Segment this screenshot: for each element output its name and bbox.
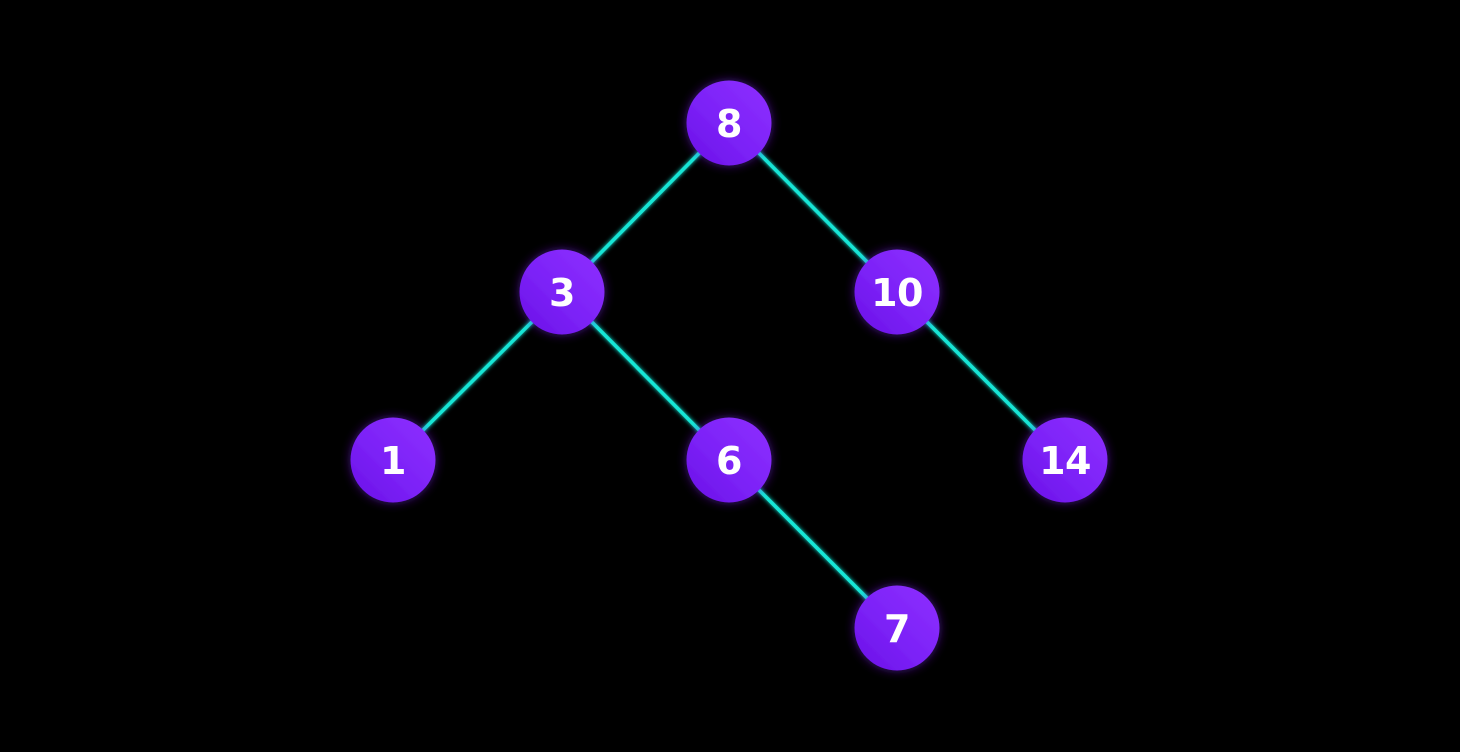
tree-node-10[interactable]: 10	[854, 249, 940, 335]
node-label-1: 1	[380, 439, 406, 483]
node-label-8: 8	[716, 102, 742, 146]
node-circle-7[interactable]	[854, 585, 940, 671]
node-label-10: 10	[871, 271, 923, 315]
node-layer: 8 3 10 1 6 14 7	[350, 80, 1108, 671]
node-circle-3[interactable]	[519, 249, 605, 335]
node-circle-6[interactable]	[686, 417, 772, 503]
node-circle-14[interactable]	[1022, 417, 1108, 503]
node-label-6: 6	[716, 439, 742, 483]
node-label-14: 14	[1039, 439, 1091, 483]
tree-node-3[interactable]: 3	[519, 249, 605, 335]
tree-node-6[interactable]: 6	[686, 417, 772, 503]
tree-node-14[interactable]: 14	[1022, 417, 1108, 503]
tree-node-1[interactable]: 1	[350, 417, 436, 503]
tree-node-7[interactable]: 7	[854, 585, 940, 671]
node-circle-10[interactable]	[854, 249, 940, 335]
node-label-3: 3	[549, 271, 575, 315]
node-label-7: 7	[884, 607, 910, 651]
node-circle-1[interactable]	[350, 417, 436, 503]
tree-node-8[interactable]: 8	[686, 80, 772, 166]
node-circle-8[interactable]	[686, 80, 772, 166]
edge-layer	[391, 121, 1067, 630]
